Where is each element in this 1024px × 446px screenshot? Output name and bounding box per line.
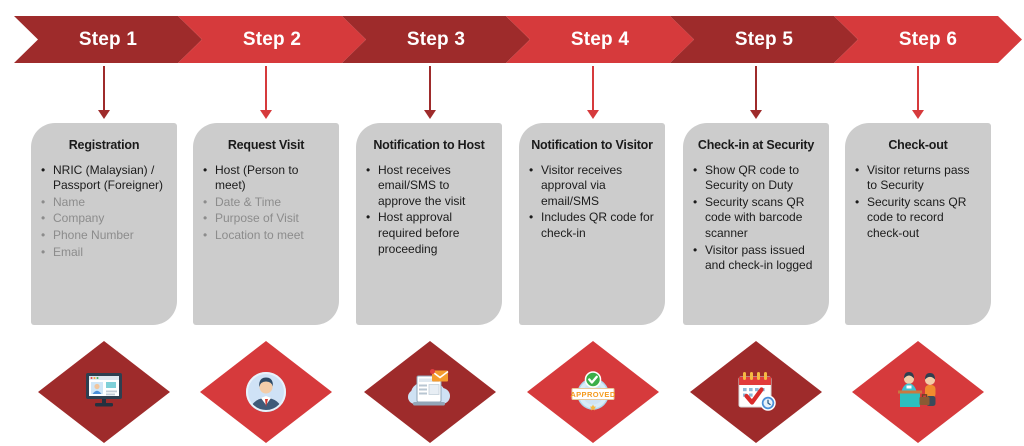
bullet-item: Location to meet (202, 228, 330, 244)
step-5-diamond (690, 341, 822, 443)
laptop-email-icon (408, 369, 450, 406)
card-bullets: Host receives email/SMS to approve the v… (365, 163, 493, 258)
bullet-item: Host (Person to meet) (202, 163, 330, 194)
calendar-clock-icon (738, 372, 776, 411)
arrow-stem (755, 66, 757, 110)
down-arrow-step-6 (911, 66, 925, 119)
step-3-label: Step 3 (406, 28, 466, 50)
arrow-head-icon (750, 110, 762, 119)
step-5-card: Check-in at Security Show QR code to Sec… (683, 123, 829, 325)
arrow-head-icon (98, 110, 110, 119)
steps-banner: Step 1 Step 2 Step 3 Step 4 Step 5 Step … (14, 16, 1022, 63)
bullet-item: Date & Time (202, 195, 330, 211)
step-6-chevron: Step 6 (834, 16, 1022, 63)
step-2-label: Step 2 (242, 28, 302, 50)
step-2-diamond (200, 341, 332, 443)
checkout-desk-icon (898, 372, 936, 407)
card-bullets: Visitor receives approval via email/SMSI… (528, 163, 656, 242)
card-bullets: Show QR code to Security on DutySecurity… (692, 163, 820, 274)
step-4-label: Step 4 (570, 28, 630, 50)
registration-monitor-icon (86, 373, 122, 407)
card-bullets: Host (Person to meet)Date & TimePurpose … (202, 163, 330, 244)
step-4-diamond: APPROVED (527, 341, 659, 443)
bullet-item: NRIC (Malaysian) / Passport (Foreigner) (40, 163, 168, 194)
step-6-card: Check-out Visitor returns pass to Securi… (845, 123, 991, 325)
card-title: Check-out (888, 138, 948, 152)
step-2-chevron: Step 2 (178, 16, 366, 63)
card-title: Notification to Host (373, 138, 485, 152)
step-1-chevron: Step 1 (14, 16, 202, 63)
arrow-stem (592, 66, 594, 110)
approved-stamp-icon: APPROVED (570, 371, 615, 411)
bullet-item: Host receives email/SMS to approve the v… (365, 163, 493, 210)
step-6-diamond (852, 341, 984, 443)
card-title: Notification to Visitor (531, 138, 653, 152)
bullet-item: Email (40, 245, 168, 261)
bullet-item: Company (40, 211, 168, 227)
bullet-item: Visitor pass issued and check-in logged (692, 243, 820, 274)
card-title: Registration (68, 138, 140, 152)
down-arrow-step-2 (259, 66, 273, 119)
arrow-head-icon (424, 110, 436, 119)
card-bullets: Visitor returns pass to SecuritySecurity… (854, 163, 982, 242)
bullet-item: Security scans QR code to record check-o… (854, 195, 982, 242)
step-4-chevron: Step 4 (506, 16, 694, 63)
bullet-item: Purpose of Visit (202, 211, 330, 227)
bullet-item: Name (40, 195, 168, 211)
bullet-item: Visitor receives approval via email/SMS (528, 163, 656, 210)
approved-stamp-text: APPROVED (570, 390, 615, 399)
step-6-label: Step 6 (898, 28, 958, 50)
arrow-stem (917, 66, 919, 110)
arrow-stem (265, 66, 267, 110)
arrow-stem (103, 66, 105, 110)
bullet-item: Security scans QR code with barcode scan… (692, 195, 820, 242)
bullet-item: Includes QR code for check-in (528, 210, 656, 241)
arrow-head-icon (260, 110, 272, 119)
down-arrow-step-3 (423, 66, 437, 119)
down-arrow-step-5 (749, 66, 763, 119)
step-1-label: Step 1 (78, 28, 138, 50)
bullet-item: Phone Number (40, 228, 168, 244)
step-3-diamond (364, 341, 496, 443)
down-arrow-step-1 (97, 66, 111, 119)
arrow-head-icon (587, 110, 599, 119)
step-2-card: Request Visit Host (Person to meet)Date … (193, 123, 339, 325)
step-5-chevron: Step 5 (670, 16, 858, 63)
step-1-diamond (38, 341, 170, 443)
arrow-head-icon (912, 110, 924, 119)
step-1-card: Registration NRIC (Malaysian) / Passport… (31, 123, 177, 325)
visitor-avatar-icon (246, 372, 286, 412)
step-5-label: Step 5 (734, 28, 794, 50)
step-3-card: Notification to Host Host receives email… (356, 123, 502, 325)
step-3-chevron: Step 3 (342, 16, 530, 63)
card-title: Check-in at Security (697, 138, 815, 152)
card-bullets: NRIC (Malaysian) / Passport (Foreigner)N… (40, 163, 168, 261)
arrow-stem (429, 66, 431, 110)
card-title: Request Visit (227, 138, 305, 152)
bullet-item: Host approval required before proceeding (365, 210, 493, 257)
step-4-card: Notification to Visitor Visitor receives… (519, 123, 665, 325)
down-arrow-step-4 (586, 66, 600, 119)
bullet-item: Show QR code to Security on Duty (692, 163, 820, 194)
bullet-item: Visitor returns pass to Security (854, 163, 982, 194)
